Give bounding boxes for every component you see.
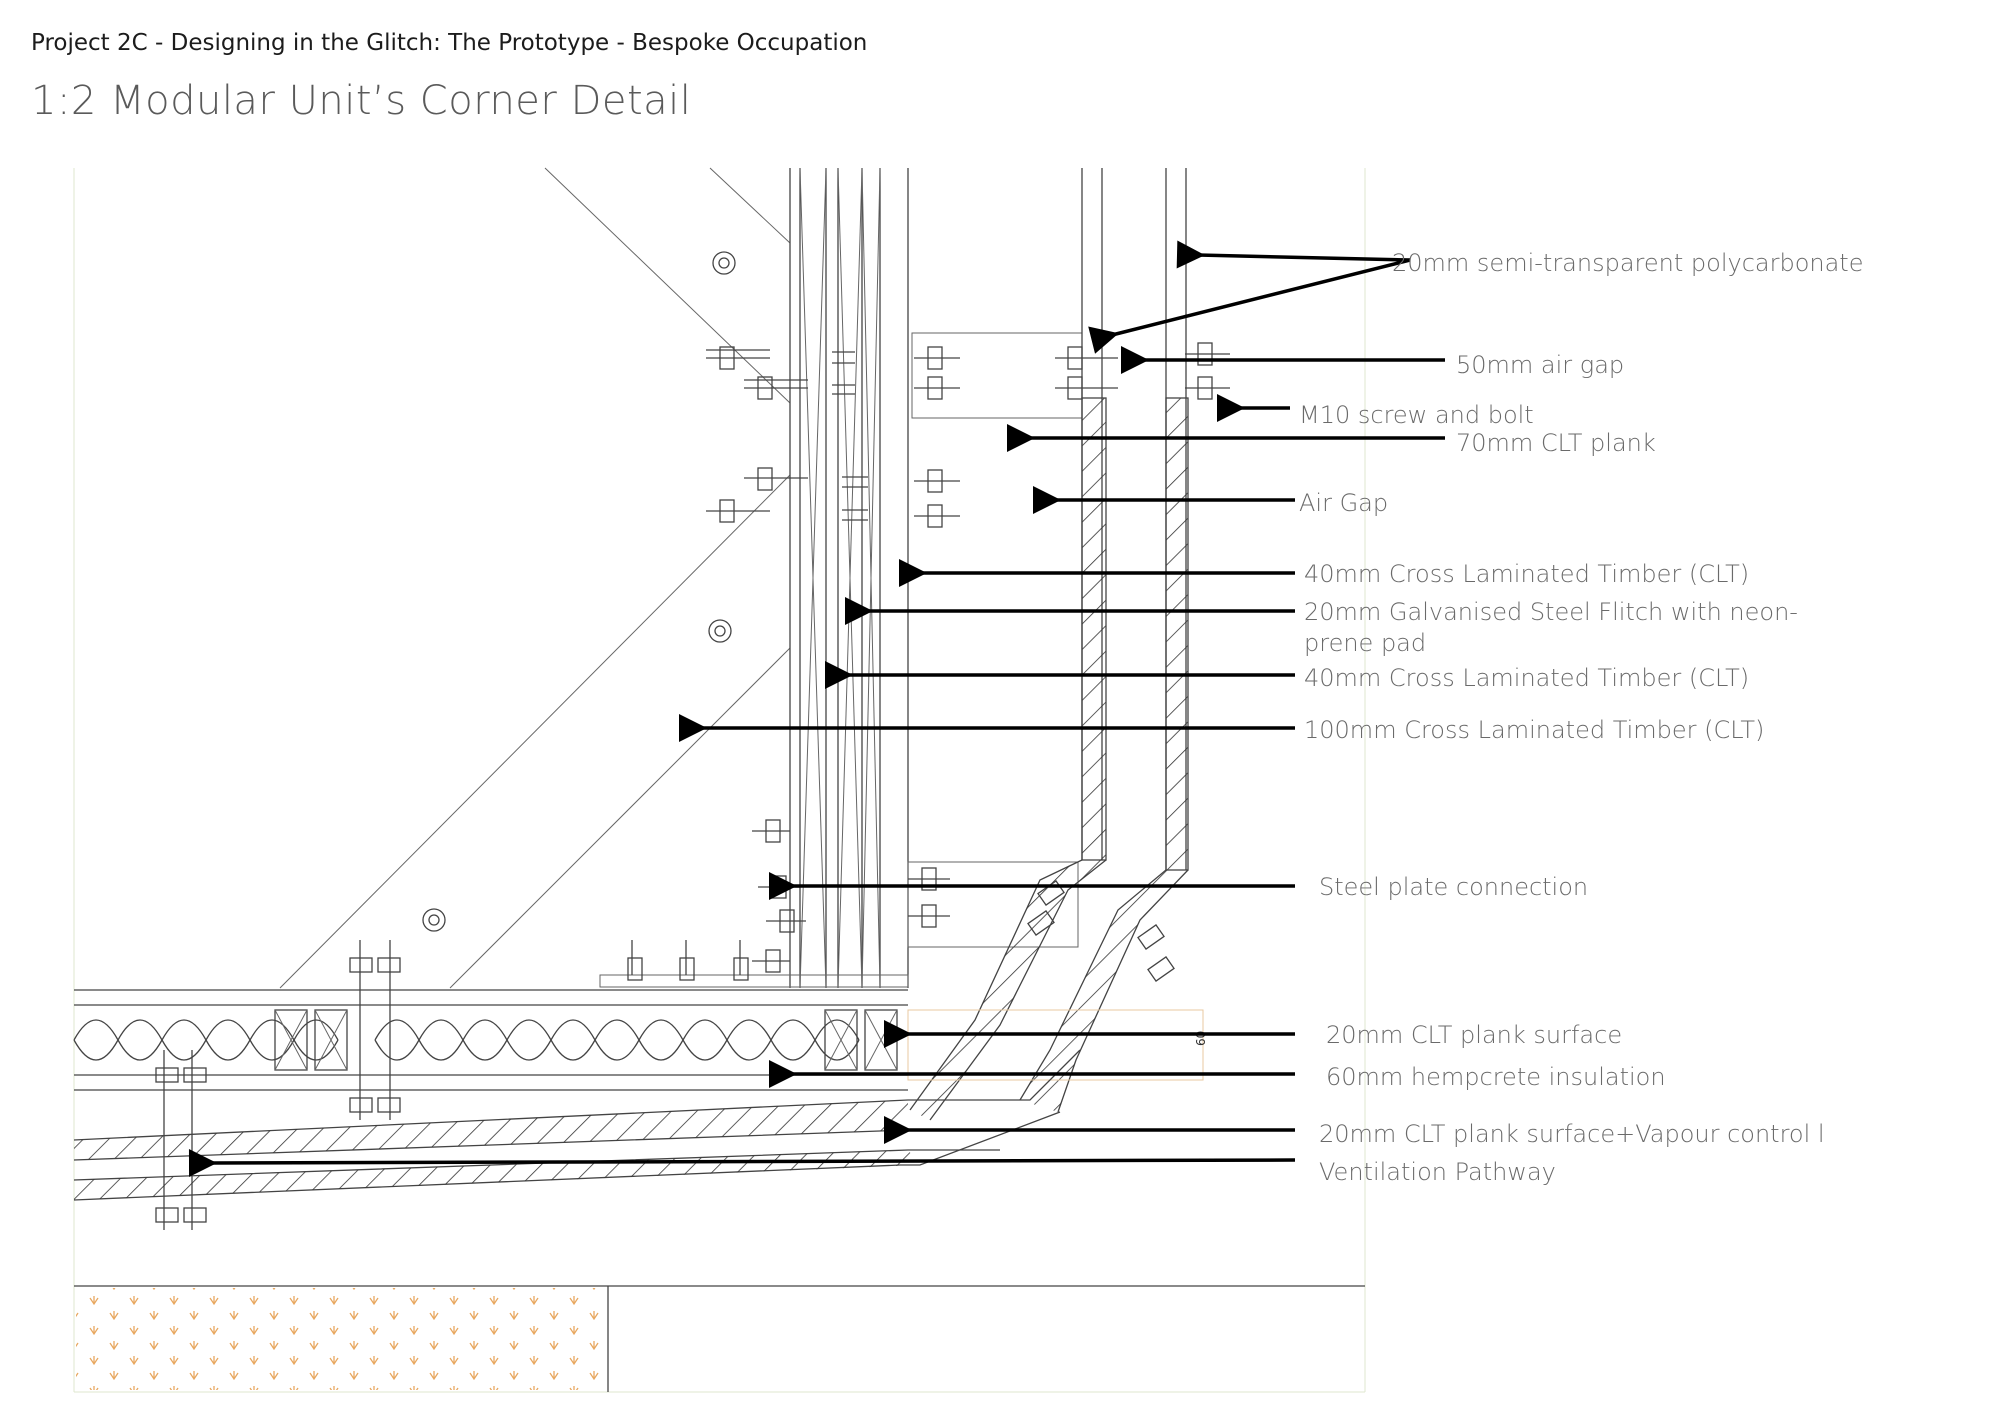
ground-hatch xyxy=(76,1288,606,1390)
callout-labels: 20mm semi-transparent polycarbonate 50mm… xyxy=(1299,249,1863,1186)
label-polycarbonate: 20mm semi-transparent polycarbonate xyxy=(1392,249,1863,277)
floor-buildup xyxy=(73,989,1365,1392)
label-steel-plate: Steel plate connection xyxy=(1319,873,1588,901)
label-air-gap-50: 50mm air gap xyxy=(1456,351,1624,379)
label-clt-vapour: 20mm CLT plank surface+Vapour control l xyxy=(1319,1120,1825,1148)
label-clt-100: 100mm Cross Laminated Timber (CLT) xyxy=(1304,716,1764,744)
label-air-gap: Air Gap xyxy=(1299,489,1388,517)
label-steel-flitch-line1: 20mm Galvanised Steel Flitch with neon- xyxy=(1304,598,1798,626)
diagonal-brace xyxy=(279,167,791,989)
label-screw-bolt: M10 screw and bolt xyxy=(1299,401,1534,429)
round-fixings xyxy=(422,251,736,932)
label-clt-40-a: 40mm Cross Laminated Timber (CLT) xyxy=(1304,560,1749,588)
vertical-wall-layers xyxy=(789,167,909,989)
steel-plates xyxy=(599,332,1083,988)
label-hempcrete: 60mm hempcrete insulation xyxy=(1326,1063,1666,1091)
leader-arrows xyxy=(188,240,1445,1178)
label-clt-plank-70: 70mm CLT plank xyxy=(1456,429,1656,457)
label-steel-flitch-line2: prene pad xyxy=(1304,629,1426,657)
label-ventilation: Ventilation Pathway xyxy=(1319,1158,1556,1186)
outer-cladding xyxy=(909,168,1189,1121)
label-clt-surface-20: 20mm CLT plank surface xyxy=(1326,1021,1622,1049)
project-title: Project 2C - Designing in the Glitch: Th… xyxy=(31,30,868,56)
label-clt-40-b: 40mm Cross Laminated Timber (CLT) xyxy=(1304,664,1749,692)
sheet-title: 1:2 Modular Unit’s Corner Detail xyxy=(31,78,692,124)
bolt-group xyxy=(155,342,1230,1230)
